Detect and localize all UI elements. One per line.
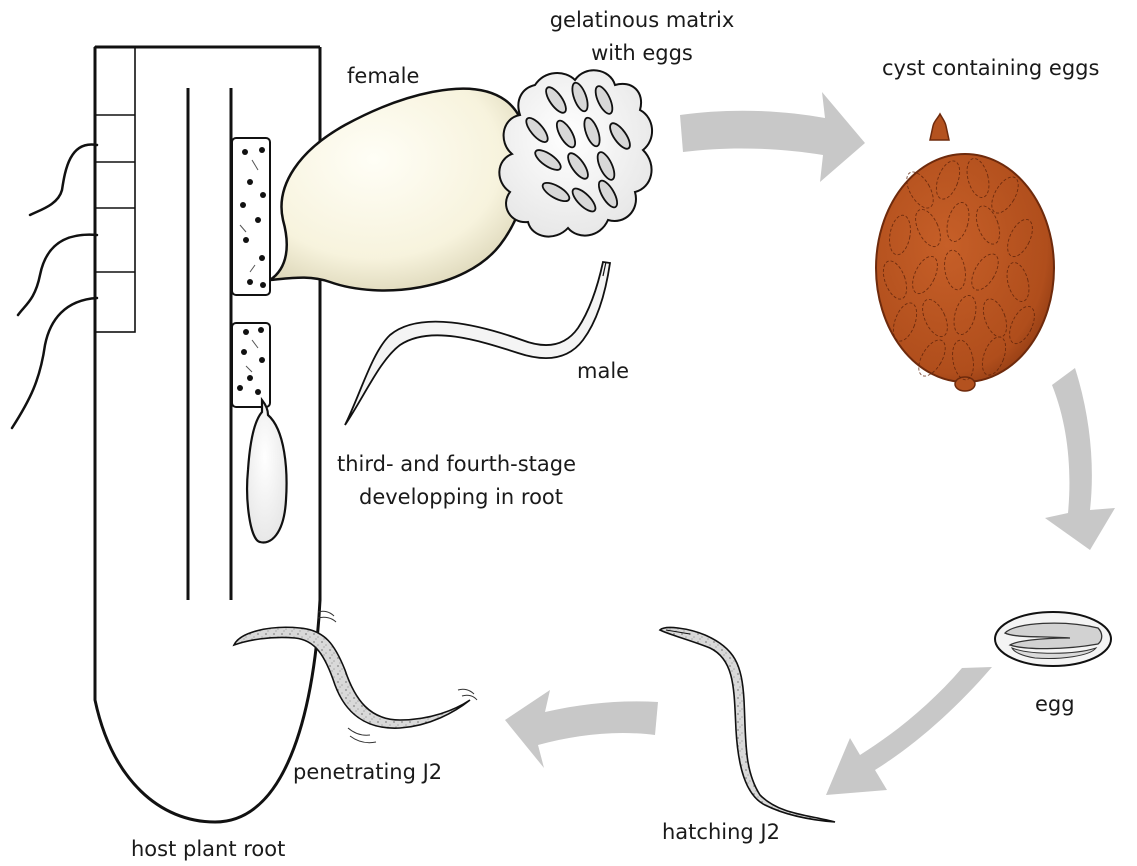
label-penetrating-j2: penetrating J2 [293, 759, 442, 785]
gelatinous-matrix [499, 70, 652, 236]
arrow-cyst-to-egg [1045, 368, 1115, 550]
label-cyst-containing-eggs: cyst containing eggs [882, 55, 1099, 81]
label-female: female [347, 63, 419, 89]
label-gelatinous-matrix-line1: gelatinous matrix [537, 7, 747, 33]
label-gelatinous-matrix-line2: with eggs [537, 40, 747, 66]
root-hairs [12, 144, 97, 428]
egg [995, 612, 1111, 666]
label-stage-line1: third- and fourth-stage [337, 451, 576, 477]
label-host-plant-root: host plant root [131, 836, 285, 862]
label-egg: egg [1035, 691, 1075, 717]
cyst [876, 114, 1054, 391]
label-male: male [577, 358, 629, 384]
label-hatching-j2: hatching J2 [662, 819, 780, 845]
hatching-j2 [660, 628, 835, 822]
arrow-matrix-to-cyst [680, 92, 865, 182]
arrow-egg-to-hatching [826, 667, 992, 795]
syncytium-cell-upper [232, 138, 270, 295]
syncytium-cell-lower [232, 323, 270, 407]
host-plant-root [12, 47, 320, 822]
arrow-hatching-to-penetrating [505, 690, 658, 768]
label-stage-line2: developping in root [359, 484, 563, 510]
